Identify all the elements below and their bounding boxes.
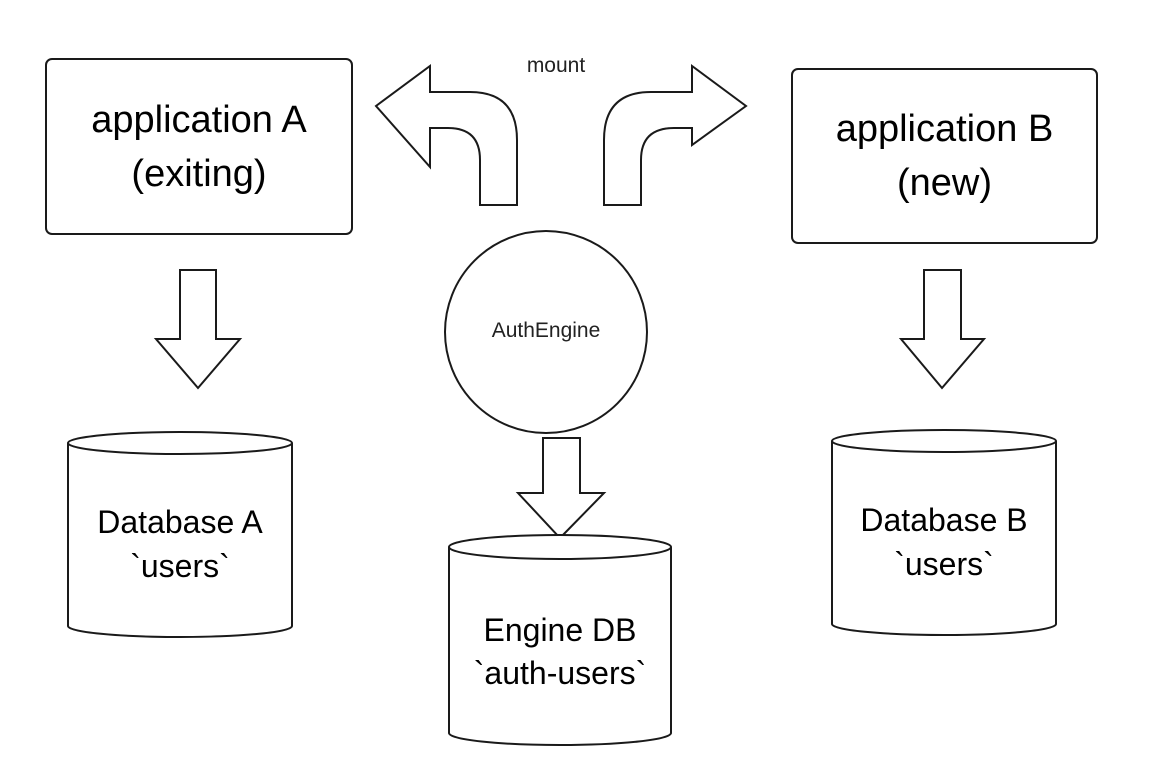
application-a-box: application A (exiting)	[45, 58, 353, 235]
application-a-title: application A	[91, 98, 307, 141]
engine-db-table: `auth-users`	[473, 655, 647, 691]
mount-arrow-left	[374, 64, 518, 206]
application-a-subtitle: (exiting)	[131, 152, 267, 195]
mount-arrow-right	[603, 64, 748, 206]
down-arrow-b	[898, 269, 987, 390]
database-a-cylinder	[67, 431, 293, 638]
database-b-name: Database B	[860, 502, 1028, 538]
database-b-cylinder	[831, 429, 1057, 636]
auth-engine-circle	[444, 230, 648, 434]
down-arrow-engine	[515, 437, 607, 540]
database-a-table: `users`	[130, 548, 230, 584]
mount-label: mount	[526, 54, 586, 77]
application-b-subtitle: (new)	[896, 162, 993, 204]
auth-engine-label: AuthEngine	[491, 319, 601, 342]
database-a-name: Database A	[97, 504, 263, 540]
down-arrow-a	[153, 269, 243, 390]
application-b-title: application B	[835, 108, 1054, 150]
application-b-box: application B (new)	[791, 68, 1098, 244]
engine-db-name: Engine DB	[483, 612, 637, 648]
database-b-table: `users`	[894, 546, 994, 582]
engine-db-cylinder	[448, 534, 672, 746]
